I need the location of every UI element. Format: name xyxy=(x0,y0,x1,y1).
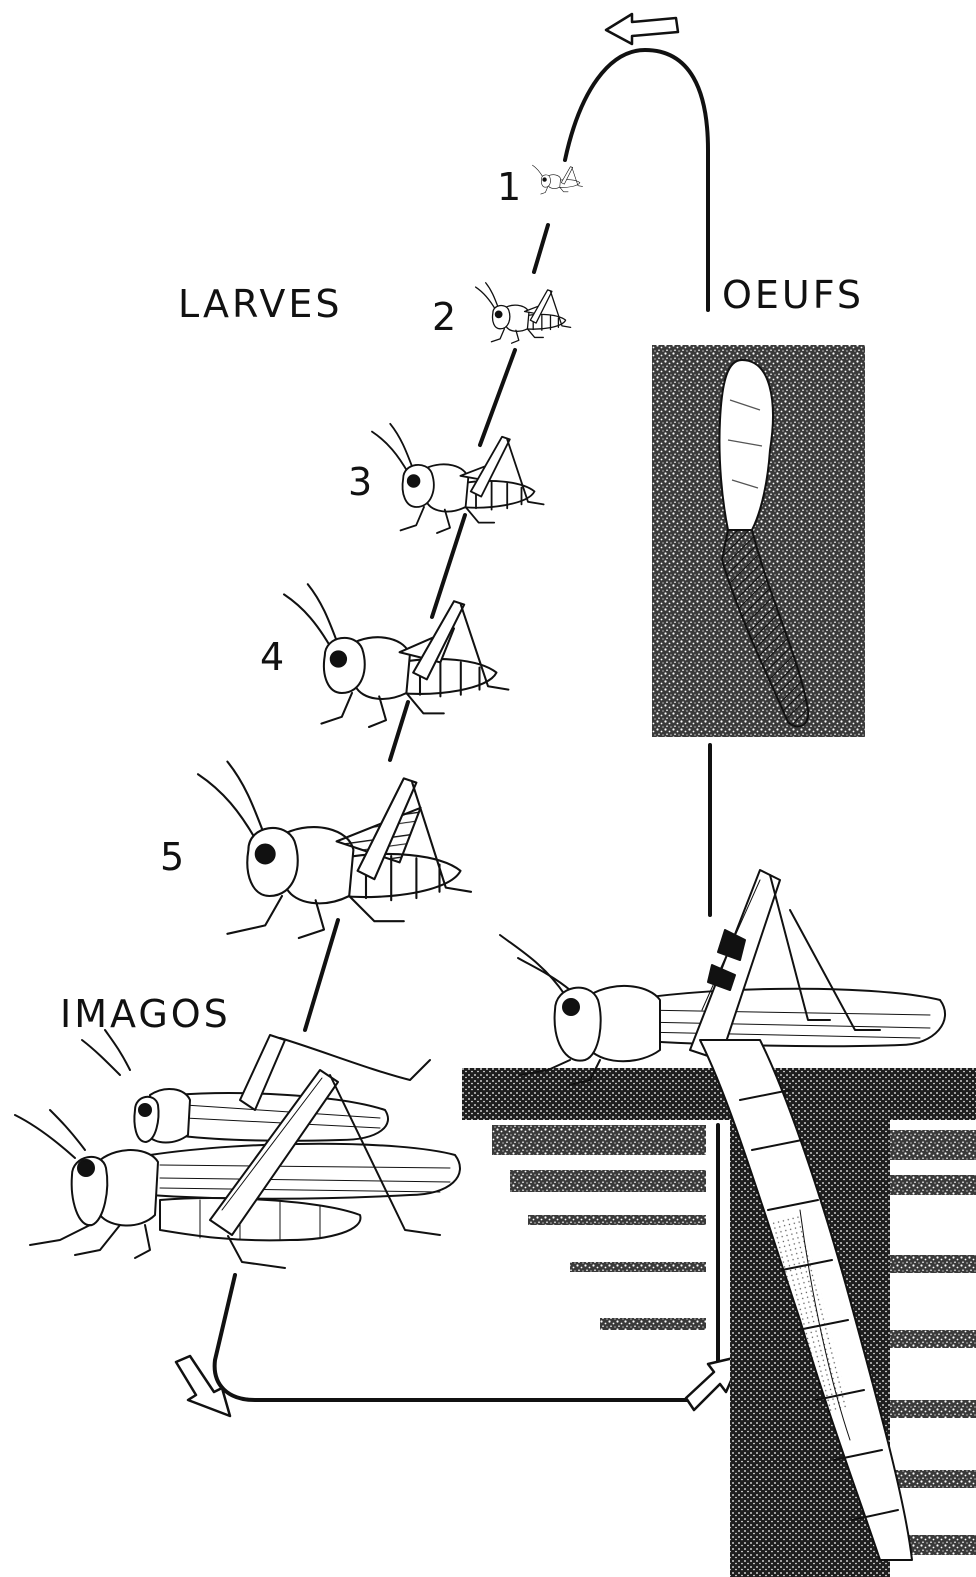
stage-number-4: 4 xyxy=(260,635,284,679)
locust-adult-icon xyxy=(15,1030,460,1268)
stage-number-5: 5 xyxy=(160,835,184,879)
stage-number-1: 1 xyxy=(497,165,521,209)
stage-number-3: 3 xyxy=(348,460,372,504)
grasshopper-nymph-icon xyxy=(372,424,544,533)
egg-pod-icon xyxy=(652,345,865,737)
adults-label: IMAGOS xyxy=(60,992,231,1036)
grasshopper-nymph-icon xyxy=(476,283,571,343)
eggs-label: OEUFS xyxy=(722,273,864,317)
cycle-arrow-icon xyxy=(606,14,678,44)
larvae-label: LARVES xyxy=(178,282,343,326)
grasshopper-nymph-icon xyxy=(198,762,471,938)
grasshopper-nymph-icon xyxy=(284,584,508,727)
stage-number-2: 2 xyxy=(432,295,456,339)
grasshopper-nymph-icon xyxy=(532,165,582,194)
